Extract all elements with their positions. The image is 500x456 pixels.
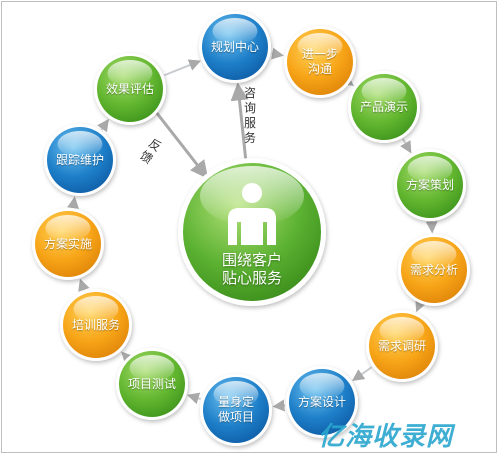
node-solution-design bbox=[286, 366, 358, 438]
nodes bbox=[32, 11, 470, 446]
feedback-arrow bbox=[154, 111, 209, 179]
node-solution-planning bbox=[394, 149, 466, 221]
ring-connector bbox=[415, 298, 427, 313]
ring-connector bbox=[97, 118, 109, 133]
ring-connector bbox=[272, 399, 286, 412]
connectors bbox=[67, 47, 438, 412]
ring-connector bbox=[121, 351, 134, 365]
center-label: 围绕客户 贴心服务 bbox=[221, 251, 282, 287]
ring-connector bbox=[163, 59, 202, 77]
person-icon bbox=[228, 183, 276, 245]
watermark-logo: 亿海收录网 bbox=[318, 422, 454, 452]
node-project-testing bbox=[116, 348, 188, 420]
node-further-communication bbox=[284, 26, 356, 98]
ring-connector bbox=[78, 278, 90, 292]
ring-connector bbox=[340, 74, 355, 86]
node-requirement-research bbox=[366, 310, 438, 382]
ring-connector bbox=[67, 196, 80, 209]
ring-connector bbox=[271, 47, 284, 60]
node-solution-implementation bbox=[32, 208, 104, 280]
ring-connector bbox=[351, 366, 373, 382]
node-product-demo bbox=[348, 71, 420, 143]
spokes bbox=[154, 82, 249, 179]
center-node bbox=[178, 158, 326, 306]
consult-arrow bbox=[230, 82, 249, 163]
node-effect-evaluation bbox=[94, 53, 166, 125]
node-planning-center bbox=[199, 11, 271, 83]
consult-label: 咨 询 服 务 bbox=[243, 86, 256, 145]
node-tracking-maintenance bbox=[44, 124, 116, 196]
node-training-service bbox=[60, 289, 132, 361]
node-requirement-analysis bbox=[398, 234, 470, 306]
node-custom-project bbox=[200, 374, 272, 446]
ring-connector bbox=[186, 392, 201, 405]
ring-connector bbox=[400, 138, 412, 154]
